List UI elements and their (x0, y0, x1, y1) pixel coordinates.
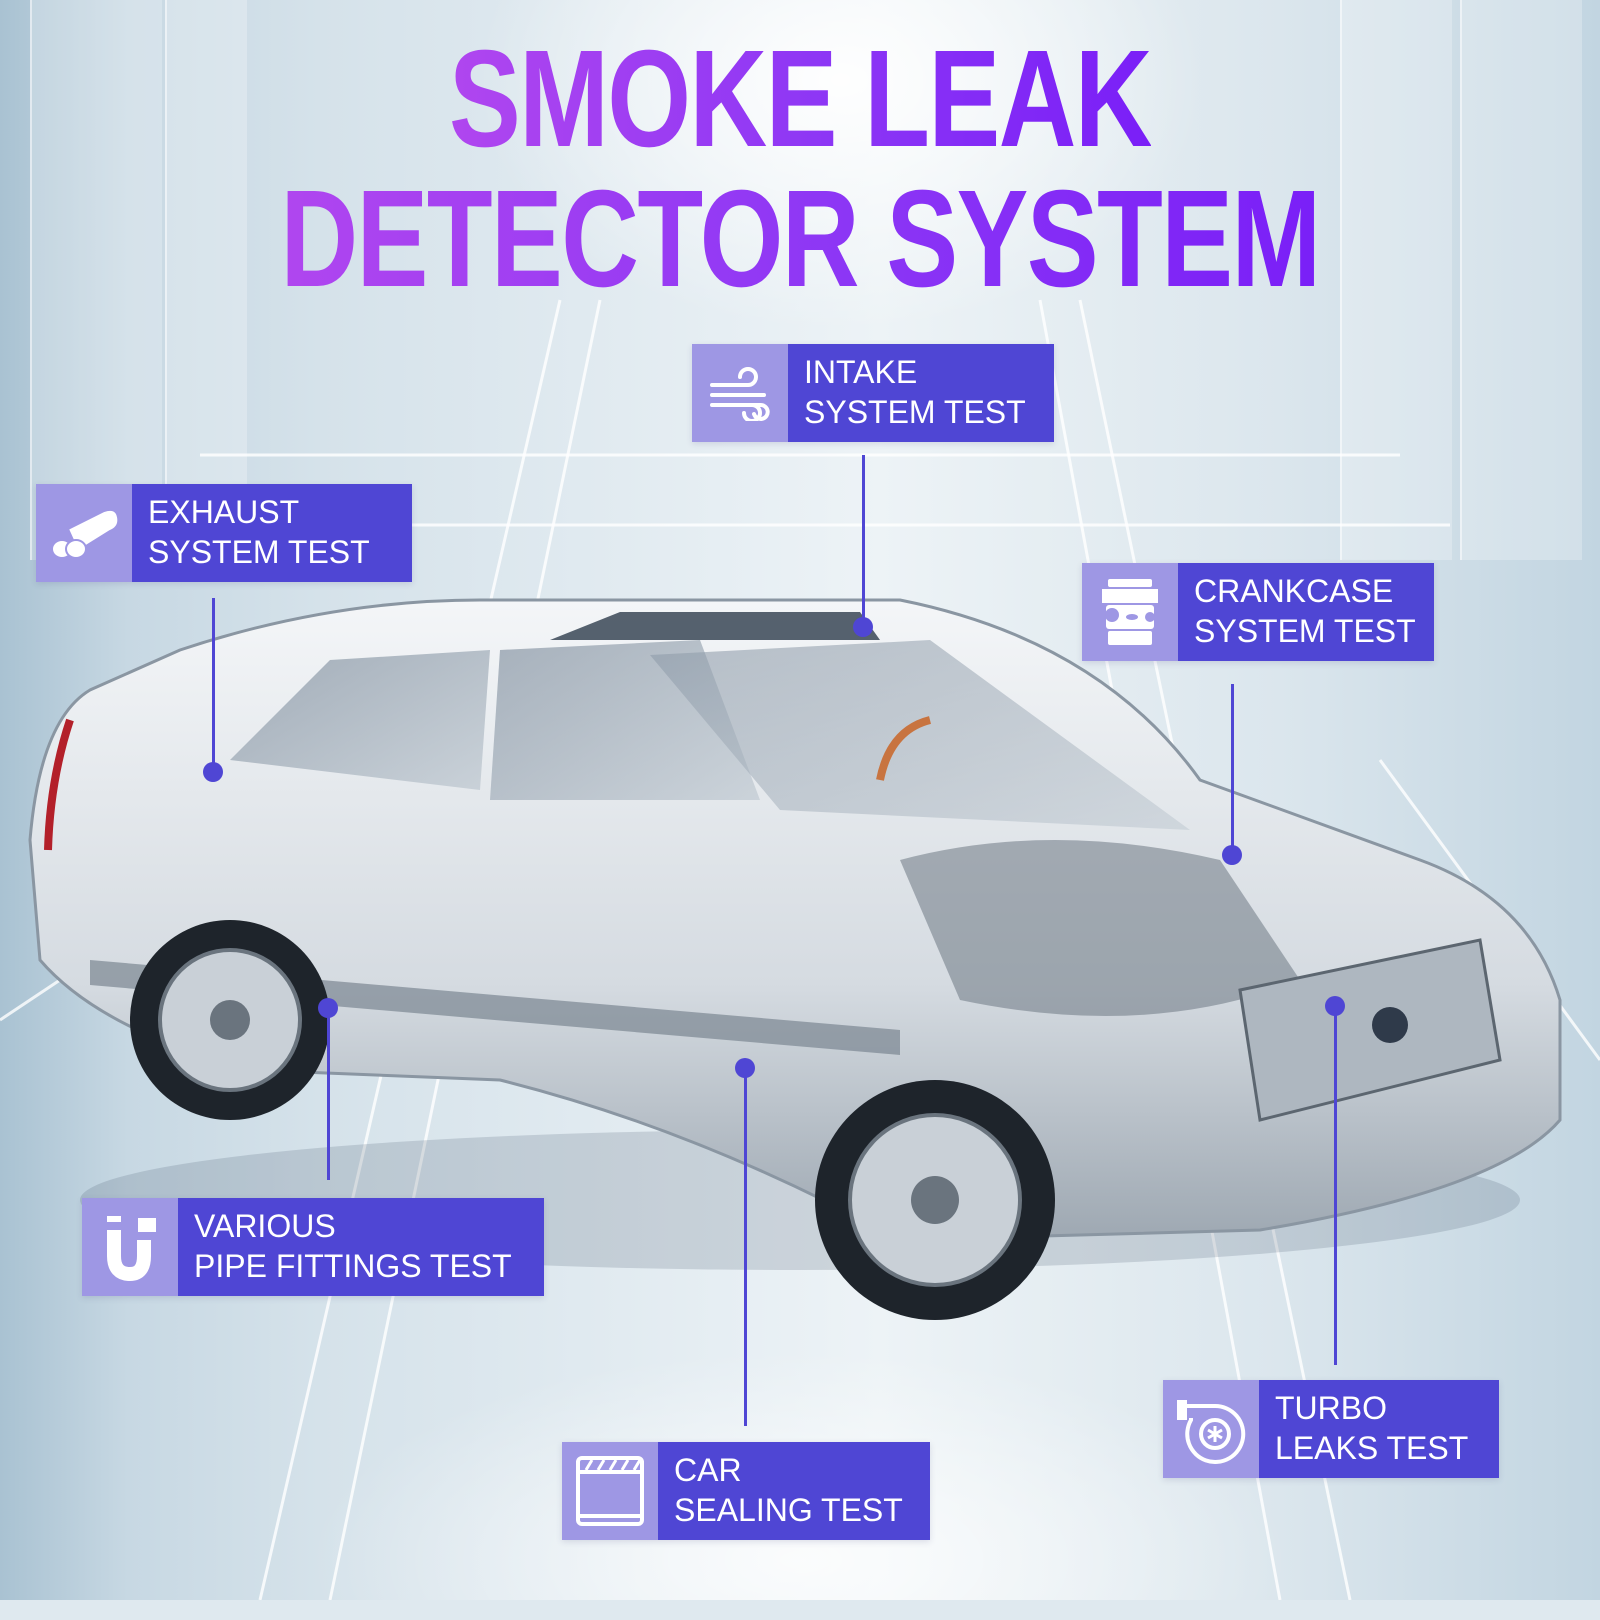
intake-system-test-label: INTAKE SYSTEM TEST (692, 344, 1054, 442)
page-title-line-2: DETECTOR SYSTEM (280, 162, 1321, 316)
turbo-callout-dot (1325, 996, 1345, 1016)
crankcase-system-test-label: CRANKCASE SYSTEM TEST (1082, 563, 1434, 661)
wind-icon (692, 344, 788, 442)
exhaust-callout-dot (203, 762, 223, 782)
window-seal-icon (562, 1442, 658, 1540)
sealing-label-line-2: SEALING TEST (674, 1492, 903, 1528)
background-panel (1340, 0, 1452, 560)
car-sealing-test-label: CAR SEALING TEST (562, 1442, 930, 1540)
turbo-label-line-2: LEAKS TEST (1275, 1430, 1469, 1466)
muffler-icon (36, 484, 132, 582)
turbo-icon (1163, 1380, 1259, 1478)
exhaust-label-line-2: SYSTEM TEST (148, 534, 370, 570)
pipe-fitting-icon (82, 1198, 178, 1296)
crankcase-callout-dot (1222, 845, 1242, 865)
background-panel (1460, 0, 1582, 560)
background-panel (165, 0, 247, 560)
exhaust-label-line-1: EXHAUST (148, 494, 300, 530)
background-panel (30, 0, 162, 560)
exhaust-system-test-label: EXHAUST SYSTEM TEST (36, 484, 412, 582)
sealing-label-line-1: CAR (674, 1452, 742, 1488)
crankcase-callout-line (1231, 684, 1234, 854)
intake-callout-line (862, 455, 865, 625)
car-cutaway-illustration (28, 598, 1562, 1320)
pipe-label-line-1: VARIOUS (194, 1208, 336, 1244)
crankcase-label-line-2: SYSTEM TEST (1194, 613, 1416, 649)
turbo-label-line-1: TURBO (1275, 1390, 1387, 1426)
exhaust-callout-line (212, 598, 215, 768)
pipe-callout-dot (318, 998, 338, 1018)
turbo-callout-line (1334, 1005, 1337, 1365)
page-title-line-1: SMOKE LEAK (448, 22, 1153, 176)
engine-icon (1082, 563, 1178, 661)
turbo-leaks-test-label: TURBO LEAKS TEST (1163, 1380, 1499, 1478)
sealing-callout-dot (735, 1058, 755, 1078)
crankcase-label-line-1: CRANKCASE (1194, 573, 1394, 609)
pipe-label-line-2: PIPE FITTINGS TEST (194, 1248, 512, 1284)
intake-label-line-2: SYSTEM TEST (804, 394, 1026, 430)
intake-callout-dot (853, 617, 873, 637)
pipe-fittings-test-label: VARIOUS PIPE FITTINGS TEST (82, 1198, 544, 1296)
intake-label-line-1: INTAKE (804, 354, 918, 390)
pipe-callout-line (327, 1010, 330, 1180)
sealing-callout-line (744, 1068, 747, 1426)
